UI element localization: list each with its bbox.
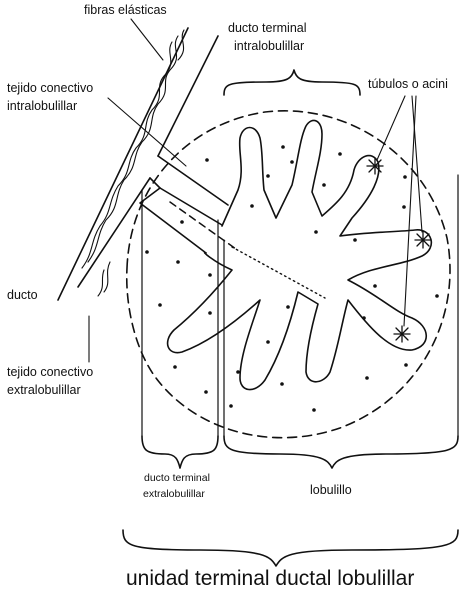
acinar-asterisks <box>367 158 431 342</box>
bracket-terminal-unit <box>123 530 458 566</box>
label-ducto-terminal-extralobulillar-2: extralobulillar <box>143 487 205 502</box>
label-ducto-terminal-intralobulillar-2: intralobulillar <box>234 38 304 55</box>
guide-lines <box>142 175 458 436</box>
duct-channel <box>140 156 228 253</box>
duct-dotted-line <box>232 247 325 298</box>
label-fibras-elasticas: fibras elásticas <box>84 2 167 19</box>
label-tubulos-o-acini: túbulos o acini <box>368 76 448 93</box>
label-ducto-terminal-intralobulillar-1: ducto terminal <box>228 20 307 37</box>
duct-walls <box>58 28 218 300</box>
label-tejido-conectivo-extralobulillar-1: tejido conectivo <box>7 364 93 381</box>
duct-dashed-line <box>170 202 236 249</box>
label-tejido-conectivo-intralobulillar-1: tejido conectivo <box>7 80 93 97</box>
bracket-lobule <box>224 436 458 468</box>
label-lobulillo: lobulillo <box>310 482 352 499</box>
label-tejido-conectivo-extralobulillar-2: extralobulillar <box>7 382 81 399</box>
diagram-title: unidad terminal ductal lobulillar <box>126 566 414 592</box>
label-ducto-terminal-extralobulillar-1: ducto terminal <box>144 471 210 486</box>
lobule-boundary <box>127 111 450 438</box>
label-ducto: ducto <box>7 287 38 304</box>
label-tejido-conectivo-intralobulillar-2: intralobulillar <box>7 98 77 115</box>
bracket-extralobular-duct <box>142 436 218 468</box>
bracket-intralobular-duct <box>224 70 360 95</box>
